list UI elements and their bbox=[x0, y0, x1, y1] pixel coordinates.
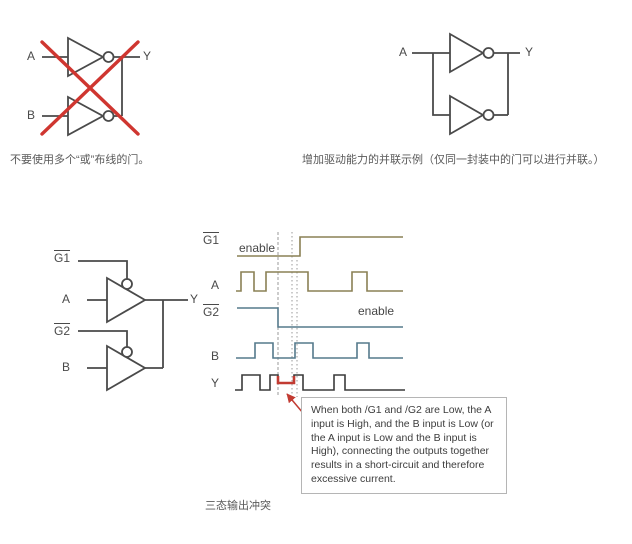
parallel-circuit bbox=[412, 32, 520, 136]
wave-y bbox=[235, 374, 405, 391]
wired-or-caption: 不要使用多个“或”布线的门。 bbox=[10, 154, 150, 166]
wave-y-conflict-highlight bbox=[276, 376, 296, 385]
input-label-a: A bbox=[62, 292, 71, 306]
timing-row-label-a: A bbox=[211, 278, 220, 292]
short-circuit-callout: When both /G1 and /G2 are Low, the A inp… bbox=[301, 397, 507, 494]
wave-a bbox=[236, 271, 403, 292]
red-cross-icon bbox=[40, 40, 140, 136]
input-label-a: A bbox=[399, 45, 408, 59]
inverter-gate bbox=[449, 32, 485, 74]
inverter-gate bbox=[449, 94, 485, 136]
enable-annotation-g1: enable bbox=[239, 241, 276, 255]
input-label-b: B bbox=[62, 360, 71, 374]
timing-row-label-g2: G2 bbox=[203, 305, 220, 319]
inverter-gate bbox=[67, 95, 105, 137]
enable-label-g1: G1 bbox=[54, 251, 71, 265]
enable-bubble bbox=[121, 346, 133, 358]
enable-annotation-g2: enable bbox=[358, 304, 395, 318]
enable-bubble bbox=[121, 278, 133, 290]
wave-g2 bbox=[237, 307, 403, 328]
output-label-y: Y bbox=[190, 292, 199, 306]
wave-g1 bbox=[237, 236, 403, 257]
tristate-caption: 三态输出冲突 bbox=[205, 500, 271, 512]
timing-row-label-b: B bbox=[211, 349, 220, 363]
callout-arrow-icon bbox=[286, 393, 304, 414]
wire-enable-g1 bbox=[78, 260, 128, 279]
input-label-a: A bbox=[27, 49, 36, 63]
inverter-bubble bbox=[102, 51, 115, 63]
enable-label-g2: G2 bbox=[54, 324, 71, 338]
output-label-y: Y bbox=[143, 49, 152, 63]
inverter-bubble bbox=[482, 109, 495, 121]
inverter-bubble bbox=[102, 110, 115, 122]
timing-row-label-g1: G1 bbox=[203, 233, 220, 247]
wire-input-split bbox=[432, 53, 450, 116]
inverter-bubble bbox=[482, 47, 495, 59]
output-label-y: Y bbox=[525, 45, 534, 59]
tristate-circuit bbox=[78, 260, 188, 392]
wired-or-circuit bbox=[40, 36, 140, 137]
parallel-caption: 增加驱动能力的并联示例（仅同一封装中的门可以进行并联。） bbox=[302, 154, 605, 166]
wave-b bbox=[236, 342, 403, 359]
timing-diagram bbox=[235, 232, 405, 414]
input-label-b: B bbox=[27, 108, 36, 122]
timing-row-label-y: Y bbox=[211, 376, 220, 390]
inverter-gate bbox=[67, 36, 105, 78]
wire-enable-g2 bbox=[78, 330, 128, 347]
